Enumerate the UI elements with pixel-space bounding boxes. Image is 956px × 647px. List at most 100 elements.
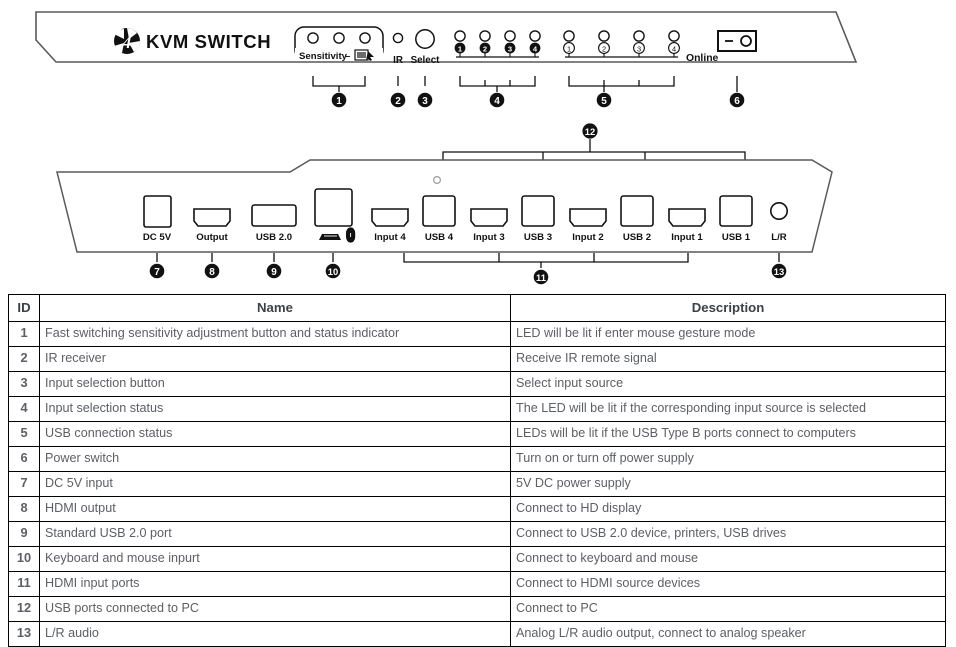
cell-id: 10 xyxy=(8,546,40,572)
svg-text:4: 4 xyxy=(533,45,538,54)
cell-id: 1 xyxy=(8,321,40,347)
callout-12: 12 xyxy=(442,123,746,164)
cell-description: Select input source xyxy=(510,371,946,397)
front-callout-leaders xyxy=(312,76,738,92)
cell-description: 5V DC power supply xyxy=(510,471,946,497)
table-row: 10 Keyboard and mouse inpurt Connect to … xyxy=(8,546,946,572)
cell-id: 6 xyxy=(8,446,40,472)
svg-text:10: 10 xyxy=(328,266,338,277)
svg-text:13: 13 xyxy=(774,266,784,277)
svg-text:USB 4: USB 4 xyxy=(425,232,454,243)
cell-description: Receive IR remote signal xyxy=(510,346,946,372)
cell-name: USB ports connected to PC xyxy=(39,596,511,622)
svg-text:8: 8 xyxy=(209,267,215,278)
front-callout-numbers: 1 2 3 4 5 6 xyxy=(331,92,745,108)
header-description: Description xyxy=(510,294,946,322)
ir-receiver xyxy=(392,32,404,44)
cell-name: IR receiver xyxy=(39,346,511,372)
sensitivity-label: Sensitivity xyxy=(299,51,348,62)
svg-text:Input 2: Input 2 xyxy=(572,232,603,243)
brand-label: KVM SWITCH xyxy=(146,31,271,52)
table-row: 12 USB ports connected to PC Connect to … xyxy=(8,596,946,622)
svg-text:USB 1: USB 1 xyxy=(722,232,751,243)
cell-id: 12 xyxy=(8,596,40,622)
svg-text:11: 11 xyxy=(536,272,546,283)
table-header-row: ID Name Description xyxy=(8,294,946,322)
table-row: 2 IR receiver Receive IR remote signal xyxy=(8,346,946,372)
cell-name: Fast switching sensitivity adjustment bu… xyxy=(39,321,511,347)
cell-id: 3 xyxy=(8,371,40,397)
table-row: 7 DC 5V input 5V DC power supply xyxy=(8,471,946,497)
cell-name: HDMI input ports xyxy=(39,571,511,597)
svg-text:USB 3: USB 3 xyxy=(524,232,552,243)
table-row: 9 Standard USB 2.0 port Connect to USB 2… xyxy=(8,521,946,547)
rear-ports: DC 5V Output USB 2.0 Input 4 USB 4 Input… xyxy=(143,188,788,243)
svg-text:USB 2.0: USB 2.0 xyxy=(256,232,292,243)
svg-text:3: 3 xyxy=(508,45,512,54)
svg-text:Output: Output xyxy=(196,232,228,243)
svg-text:L/R: L/R xyxy=(771,232,787,243)
table-row: 4 Input selection status The LED will be… xyxy=(8,396,946,422)
brand-logo-icon: 4 xyxy=(114,28,141,54)
cell-name: Standard USB 2.0 port xyxy=(39,521,511,547)
svg-text:USB 2: USB 2 xyxy=(623,232,651,243)
cell-description: Analog L/R audio output, connect to anal… xyxy=(510,621,946,647)
power-switch[interactable] xyxy=(717,30,757,52)
cell-description: Turn on or turn off power supply xyxy=(510,446,946,472)
cell-id: 2 xyxy=(8,346,40,372)
svg-text:7: 7 xyxy=(154,267,160,278)
device-diagram: 4 KVM SWITCH Sensitivity – IR Select 1 2… xyxy=(0,0,956,292)
svg-text:4: 4 xyxy=(122,33,132,52)
table-row: 13 L/R audio Analog L/R audio output, co… xyxy=(8,621,946,647)
header-name: Name xyxy=(39,294,511,322)
cell-id: 8 xyxy=(8,496,40,522)
svg-text:4: 4 xyxy=(494,96,500,107)
cell-name: Power switch xyxy=(39,446,511,472)
cell-name: Input selection button xyxy=(39,371,511,397)
cell-description: Connect to keyboard and mouse xyxy=(510,546,946,572)
sensitivity-led-2 xyxy=(333,32,345,44)
table-row: 8 HDMI output Connect to HD display xyxy=(8,496,946,522)
cell-id: 11 xyxy=(8,571,40,597)
ir-label: IR xyxy=(393,55,403,66)
svg-text:9: 9 xyxy=(271,267,277,278)
svg-text:Input 1: Input 1 xyxy=(671,232,703,243)
cell-name: DC 5V input xyxy=(39,471,511,497)
keyboard-icon xyxy=(319,234,341,240)
cell-id: 9 xyxy=(8,521,40,547)
rear-callout-leaders xyxy=(156,253,780,268)
cell-id: 5 xyxy=(8,421,40,447)
cell-description: LED will be lit if enter mouse gesture m… xyxy=(510,321,946,347)
specification-table: ID Name Description 1 Fast switching sen… xyxy=(8,294,946,647)
svg-text:5: 5 xyxy=(601,96,607,107)
cell-name: HDMI output xyxy=(39,496,511,522)
online-label: Online xyxy=(686,53,719,64)
cell-name: Input selection status xyxy=(39,396,511,422)
table-row: 3 Input selection button Select input so… xyxy=(8,371,946,397)
sensitivity-led-1 xyxy=(307,32,319,44)
svg-text:2: 2 xyxy=(483,45,487,54)
cell-id: 13 xyxy=(8,621,40,647)
cell-id: 7 xyxy=(8,471,40,497)
sensitivity-led-3 xyxy=(359,32,371,44)
table-row: 1 Fast switching sensitivity adjustment … xyxy=(8,321,946,347)
svg-text:1: 1 xyxy=(336,96,342,107)
sensitivity-group: Sensitivity – xyxy=(294,26,384,62)
svg-text:Input 4: Input 4 xyxy=(374,232,406,243)
header-id: ID xyxy=(8,294,40,322)
cell-description: Connect to HDMI source devices xyxy=(510,571,946,597)
table-body: 1 Fast switching sensitivity adjustment … xyxy=(8,321,946,647)
table-row: 11 HDMI input ports Connect to HDMI sour… xyxy=(8,571,946,597)
select-button[interactable] xyxy=(415,29,435,49)
usb-status-leds: 1 2 3 4 xyxy=(563,30,680,58)
select-label: Select xyxy=(411,55,441,66)
rear-callout-numbers: 7 8 9 10 11 13 xyxy=(149,263,787,285)
table-row: 6 Power switch Turn on or turn off power… xyxy=(8,446,946,472)
svg-text:1: 1 xyxy=(458,45,463,54)
mouse-icon xyxy=(346,227,356,243)
svg-text:Input 3: Input 3 xyxy=(473,232,504,243)
cell-description: Connect to PC xyxy=(510,596,946,622)
cell-name: USB connection status xyxy=(39,421,511,447)
svg-text:3: 3 xyxy=(637,44,641,53)
svg-text:2: 2 xyxy=(602,44,606,53)
